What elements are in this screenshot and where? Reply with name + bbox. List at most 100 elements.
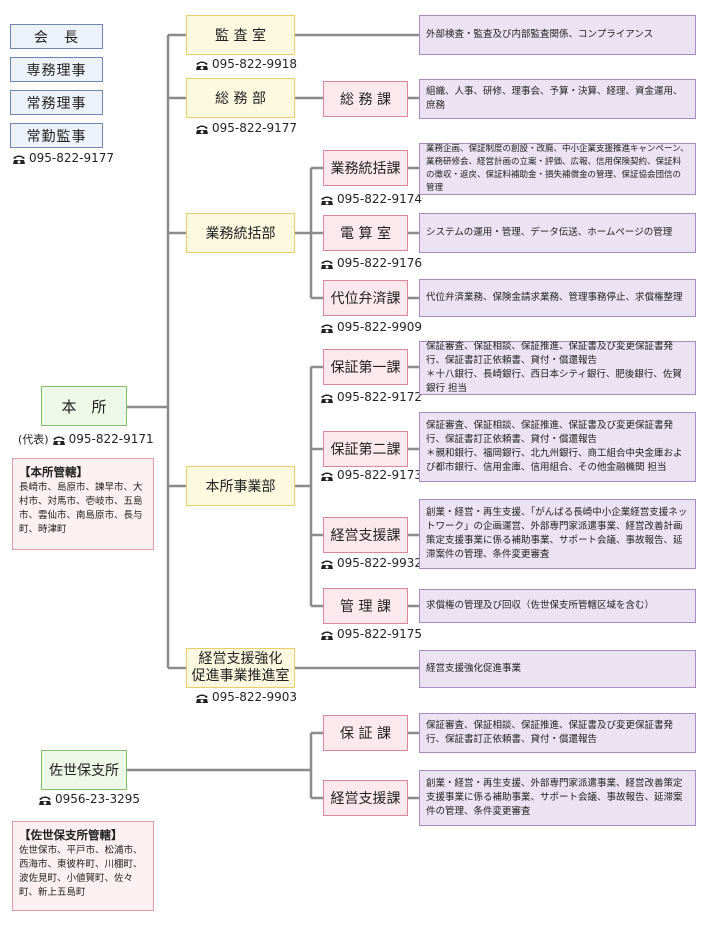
section-keieishien: 経営支援課 xyxy=(323,517,408,553)
phone-number: 095-822-9932 xyxy=(337,556,423,570)
phone-icon xyxy=(320,392,334,403)
duty-somuka: 組織、人事、研修、理事会、予算・決算、経理、資金運用、庶務 xyxy=(419,79,696,119)
daii-phone: 095-822-9909 xyxy=(320,320,422,334)
duty-text: 外部検査・監査及び内部監査関係、コンプライアンス xyxy=(426,29,654,40)
phone-number: 095-822-9909 xyxy=(337,320,423,334)
gyomuka-phone: 095-822-9174 xyxy=(320,192,422,206)
duty-hosho2: 保証審査、保証相談、保証推進、保証書及び変更保証書発行、保証書訂正依頼書、貸付・… xyxy=(419,412,696,482)
dept-jigyo: 本所事業部 xyxy=(186,466,295,506)
duty-keiei: 経営支援強化促進事業 xyxy=(419,650,696,688)
section-gyomuka: 業務統括課 xyxy=(323,150,408,186)
section-densan: 電 算 室 xyxy=(323,215,408,251)
phone-number: 095-822-9174 xyxy=(337,192,423,206)
kanri-phone: 095-822-9175 xyxy=(320,627,422,641)
phone-number: 095-822-9177 xyxy=(212,121,298,135)
duty-kansa: 外部検査・監査及び内部監査関係、コンプライアンス xyxy=(419,15,696,55)
section-daii: 代位弁済課 xyxy=(323,280,408,316)
exec-label: 常勤監事 xyxy=(26,128,87,145)
exec-label: 会 長 xyxy=(34,29,79,46)
duty-keieishien: 創業・経営・再生支援、「がんばる長崎中小企業経営支援ネットワーク」の企画運営、外… xyxy=(419,499,696,569)
section-label: 保証第二課 xyxy=(330,442,401,458)
area-text: 佐世保市、平戸市、松浦市、西海市、東彼杵町、川棚町、波佐見町、小値賀町、佐々町、… xyxy=(19,845,143,898)
section-label: 経営支援課 xyxy=(330,528,401,544)
duty-text: 保証審査、保証相談、保証推進、保証書及び変更保証書発行、保証書訂正依頼書、貸付・… xyxy=(426,420,683,473)
duty-daii: 代位弁済業務、保険金請求業務、管理事務停止、求償権整理 xyxy=(419,279,696,317)
phone-number: 095-822-9918 xyxy=(212,57,298,71)
section-label: 保証第一課 xyxy=(330,360,401,376)
duty-text: 創業・経営・再生支援、「がんばる長崎中小企業経営支援ネットワーク」の企画運営、外… xyxy=(426,507,688,560)
duty-text: 保証審査、保証相談、保証推進、保証書及び変更保証書発行、保証書訂正依頼書、貸付・… xyxy=(426,720,674,745)
phone-icon xyxy=(195,123,209,134)
section-somuka: 総 務 課 xyxy=(323,81,408,117)
duty-s-hosho: 保証審査、保証相談、保証推進、保証書及び変更保証書発行、保証書訂正依頼書、貸付・… xyxy=(419,713,696,753)
hosho2-phone: 095-822-9173 xyxy=(320,468,422,482)
area-title: 【佐世保支所管轄】 xyxy=(19,828,123,842)
keieishien-phone: 095-822-9932 xyxy=(320,556,422,570)
dept-gyomu: 業務統括部 xyxy=(186,213,295,253)
honsho-area: 【本所管轄】長崎市、島原市、諫早市、大村市、対馬市、壱岐市、五島市、雲仙市、南島… xyxy=(12,458,154,550)
sasebo-box: 佐世保支所 xyxy=(41,750,127,790)
sasebo-phone: 0956-23-3295 xyxy=(38,792,140,806)
exec-label: 常務理事 xyxy=(26,95,87,112)
exec-senmu: 専務理事 xyxy=(10,57,103,82)
section-label: 総 務 課 xyxy=(340,92,391,108)
duty-s-keiei: 創業・経営・再生支援、外部専門家派遣事業、経営改善策定支援事業に係る補助事業、サ… xyxy=(419,770,696,826)
dept-somu: 総 務 部 xyxy=(186,78,295,118)
phone-icon xyxy=(320,258,334,269)
section-kanri: 管 理 課 xyxy=(323,588,408,624)
exec-jomu: 常務理事 xyxy=(10,90,103,115)
dept-label: 経営支援強化 xyxy=(198,651,283,667)
section-s-keiei: 経営支援課 xyxy=(323,780,408,816)
area-title: 【本所管轄】 xyxy=(19,465,88,479)
duty-text: 保証審査、保証相談、保証推進、保証書及び変更保証書発行、保証書訂正依頼書、貸付・… xyxy=(426,341,682,394)
dept-label: 監 査 室 xyxy=(215,28,266,44)
honsho-label: 本 所 xyxy=(61,397,107,416)
duty-text: 経営支援強化促進事業 xyxy=(426,663,522,674)
duty-densan: システムの運用・管理、データ伝送、ホームページの管理 xyxy=(419,213,696,253)
duty-text: 業務企画、保証制度の創設・改廃、中小企業支援推進キャンペーン、業務研修会、経営計… xyxy=(426,144,689,193)
section-label: 管 理 課 xyxy=(340,599,391,615)
dept-keiei: 経営支援強化促進事業推進室 xyxy=(186,648,295,688)
area-text: 長崎市、島原市、諫早市、大村市、対馬市、壱岐市、五島市、雲仙市、南島原市、長与町… xyxy=(19,482,143,535)
duty-text: 求償権の管理及び回収（佐世保支所管轄区域を含む） xyxy=(426,600,655,611)
duty-text: システムの運用・管理、データ伝送、ホームページの管理 xyxy=(426,227,673,238)
honsho-box: 本 所 xyxy=(41,386,127,426)
phone-icon xyxy=(320,322,334,333)
phone-icon xyxy=(195,59,209,70)
dept-label: 業務統括部 xyxy=(205,226,276,242)
somu-phone: 095-822-9177 xyxy=(195,121,297,135)
honsho-phone: (代表)095-822-9171 xyxy=(18,431,154,447)
section-label: 代位弁済課 xyxy=(330,291,401,307)
phone-icon xyxy=(320,629,334,640)
sasebo-area: 【佐世保支所管轄】佐世保市、平戸市、松浦市、西海市、東彼杵町、川棚町、波佐見町、… xyxy=(12,821,154,911)
phone-icon xyxy=(38,794,52,805)
section-hosho2: 保証第二課 xyxy=(323,431,408,467)
phone-icon xyxy=(52,434,66,445)
section-label: 保 証 課 xyxy=(340,726,391,742)
dept-label: 促進事業推進室 xyxy=(191,668,290,684)
dept-label: 総 務 部 xyxy=(215,91,266,107)
phone-icon xyxy=(320,558,334,569)
hosho1-phone: 095-822-9172 xyxy=(320,390,422,404)
duty-text: 組織、人事、研修、理事会、予算・決算、経理、資金運用、庶務 xyxy=(426,86,683,111)
duty-text: 創業・経営・再生支援、外部専門家派遣事業、経営改善策定支援事業に係る補助事業、サ… xyxy=(426,778,683,817)
section-hosho1: 保証第一課 xyxy=(323,349,408,385)
densan-phone: 095-822-9176 xyxy=(320,256,422,270)
dept-label: 本所事業部 xyxy=(205,479,276,495)
section-label: 電 算 室 xyxy=(340,226,391,242)
phone-number: 0956-23-3295 xyxy=(55,792,141,806)
phone-number: 095-822-9171 xyxy=(68,432,154,446)
exec-phone: 095-822-9177 xyxy=(12,151,114,165)
keiei-phone: 095-822-9903 xyxy=(195,690,297,704)
phone-icon xyxy=(12,153,26,164)
duty-kanri: 求償権の管理及び回収（佐世保支所管轄区域を含む） xyxy=(419,589,696,623)
phone-number: 095-822-9177 xyxy=(29,151,115,165)
dept-kansa: 監 査 室 xyxy=(186,15,295,55)
sasebo-label: 佐世保支所 xyxy=(49,763,119,779)
phone-number: 095-822-9176 xyxy=(337,256,423,270)
phone-icon xyxy=(320,470,334,481)
section-label: 業務統括課 xyxy=(330,161,401,177)
section-s-hosho: 保 証 課 xyxy=(323,715,408,751)
duty-text: 代位弁済業務、保険金請求業務、管理事務停止、求償権整理 xyxy=(426,292,683,303)
